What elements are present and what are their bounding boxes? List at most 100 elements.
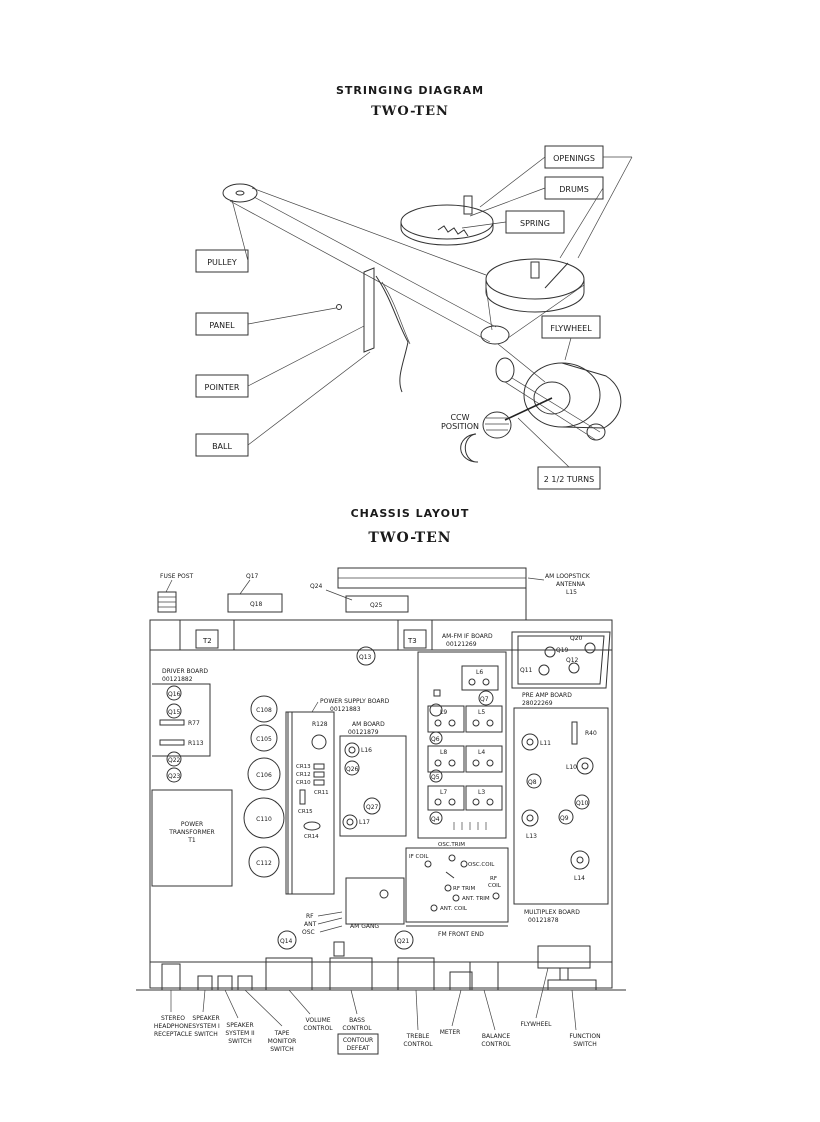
svg-text:METER: METER — [440, 1029, 461, 1036]
capacitors: C108 C105 C106 C110 C112 — [243, 695, 285, 878]
svg-text:Q11: Q11 — [520, 667, 533, 674]
svg-text:BALL: BALL — [212, 442, 232, 451]
t3-transformer: T3 — [397, 619, 433, 651]
svg-text:R40: R40 — [585, 730, 597, 737]
q13 — [356, 646, 376, 666]
svg-text:HEADPHONE: HEADPHONE — [154, 1023, 192, 1030]
svg-text:Q20: Q20 — [570, 635, 583, 642]
svg-text:OSC: OSC — [302, 929, 315, 936]
flywheel — [523, 362, 622, 429]
q14 — [277, 930, 297, 950]
svg-text:R77: R77 — [188, 720, 200, 727]
idler-pulley-lower — [495, 357, 515, 383]
position-label: POSITION — [441, 422, 479, 431]
fm-front-end: IF COIL OSC.TRIM OSC.COIL RF COIL RF TRI… — [405, 842, 509, 938]
svg-text:ANT: ANT — [304, 921, 317, 928]
pulley — [222, 183, 258, 203]
am-fm-if-board: AM-FM IF BOARD 00121269 L6 Q7 L9 L5 Q6 L… — [417, 633, 507, 839]
svg-text:00121878: 00121878 — [528, 917, 559, 924]
svg-text:CR15: CR15 — [298, 809, 313, 815]
svg-text:C110: C110 — [256, 816, 272, 823]
svg-text:ANT. COIL: ANT. COIL — [440, 906, 468, 912]
panel-label: PANEL — [195, 312, 249, 336]
svg-text:L15: L15 — [566, 589, 577, 596]
power-transformer: POWER TRANSFORMER T1 — [151, 789, 233, 887]
svg-text:TRANSFORMER: TRANSFORMER — [168, 829, 214, 836]
svg-text:CR10: CR10 — [296, 780, 311, 786]
drums-label: DRUMS — [544, 176, 604, 200]
svg-text:Q19: Q19 — [556, 647, 569, 654]
svg-text:ANTENNA: ANTENNA — [556, 581, 586, 588]
svg-text:POWER: POWER — [181, 821, 203, 828]
svg-text:Q8: Q8 — [528, 779, 537, 786]
chassis-layout-title: CHASSIS LAYOUT — [350, 507, 470, 520]
svg-text:Q13: Q13 — [359, 654, 372, 661]
svg-text:POINTER: POINTER — [205, 383, 240, 392]
am-board: AM BOARD 00121879 L16 Q26 Q27 L17 — [339, 721, 407, 837]
svg-text:00121879: 00121879 — [348, 729, 379, 736]
svg-text:L5: L5 — [478, 709, 485, 716]
svg-text:CONTROL: CONTROL — [342, 1025, 372, 1032]
svg-text:C112: C112 — [256, 860, 272, 867]
svg-text:Q17: Q17 — [246, 573, 259, 580]
svg-text:DEFEAT: DEFEAT — [347, 1045, 370, 1052]
svg-text:RF: RF — [490, 876, 497, 882]
spring-label: SPRING — [505, 210, 565, 234]
svg-text:POWER SUPPLY BOARD: POWER SUPPLY BOARD — [320, 698, 390, 705]
svg-text:Q12: Q12 — [566, 657, 579, 664]
svg-text:PRE AMP BOARD: PRE AMP BOARD — [522, 692, 572, 699]
q24-q25-heatsink: Q24 Q25 — [310, 583, 409, 613]
svg-text:SYSTEM I: SYSTEM I — [192, 1023, 220, 1030]
svg-text:Q27: Q27 — [366, 804, 379, 811]
svg-text:Q10: Q10 — [576, 800, 589, 807]
svg-text:L13: L13 — [526, 833, 537, 840]
svg-text:R113: R113 — [188, 740, 204, 747]
svg-text:L8: L8 — [440, 749, 447, 756]
am-loopstick-antenna: AM LOOPSTICK ANTENNA L15 — [337, 567, 591, 620]
svg-text:OSC.COIL: OSC.COIL — [468, 862, 495, 868]
svg-text:L6: L6 — [476, 669, 483, 676]
power-supply-board: POWER SUPPLY BOARD 00121883 R128 CR13 CR… — [285, 698, 390, 895]
svg-text:SPRING: SPRING — [520, 219, 550, 228]
svg-text:AM GANG: AM GANG — [350, 923, 379, 930]
svg-text:2 1/2 TURNS: 2 1/2 TURNS — [544, 475, 594, 484]
q17-q18-heatsink: Q17 Q18 — [227, 573, 283, 613]
svg-text:Q9: Q9 — [560, 815, 569, 822]
svg-text:Q5: Q5 — [431, 774, 440, 781]
stringing-model-title: TWO-TEN — [371, 104, 449, 119]
svg-text:00121269: 00121269 — [446, 641, 477, 648]
svg-text:MONITOR: MONITOR — [268, 1038, 297, 1045]
svg-text:00121883: 00121883 — [330, 706, 361, 713]
svg-text:RECEPTACLE: RECEPTACLE — [154, 1031, 192, 1038]
svg-text:RF: RF — [306, 913, 314, 920]
front-controls — [161, 945, 597, 991]
q21 — [394, 930, 414, 950]
svg-text:Q4: Q4 — [431, 816, 440, 823]
svg-text:Q18: Q18 — [250, 601, 263, 608]
svg-text:FLYWHEEL: FLYWHEEL — [520, 1021, 552, 1028]
svg-text:AM LOOPSTICK: AM LOOPSTICK — [545, 573, 591, 580]
svg-text:RF TRIM: RF TRIM — [453, 886, 476, 892]
svg-text:SWITCH: SWITCH — [194, 1031, 218, 1038]
svg-text:SPEAKER: SPEAKER — [226, 1022, 253, 1029]
svg-text:L16: L16 — [361, 747, 372, 754]
svg-text:DRUMS: DRUMS — [559, 185, 589, 194]
svg-text:DRIVER BOARD: DRIVER BOARD — [162, 668, 208, 675]
svg-text:CR13: CR13 — [296, 764, 311, 770]
svg-text:Q7: Q7 — [480, 696, 489, 703]
driver-board: DRIVER BOARD 00121882 Q16 Q15 R77 R113 — [152, 668, 211, 757]
svg-text:COIL: COIL — [488, 883, 502, 889]
bottom-labels: STEREO HEADPHONE RECEPTACLE SPEAKER SYST… — [154, 1015, 601, 1053]
svg-text:FUSE POST: FUSE POST — [160, 573, 193, 580]
openings-label: OPENINGS — [544, 145, 604, 169]
svg-text:T3: T3 — [407, 637, 417, 645]
pointer — [363, 267, 411, 393]
svg-text:VOLUME: VOLUME — [305, 1017, 330, 1024]
stringing-diagram: PULLEY PANEL POINTER BALL OPENINGS DRUMS… — [195, 145, 633, 490]
svg-text:Q25: Q25 — [370, 602, 383, 609]
svg-text:L3: L3 — [478, 789, 485, 796]
ccw-arc — [460, 433, 479, 463]
svg-text:L4: L4 — [478, 749, 485, 756]
stringing-diagram-title: STRINGING DIAGRAM — [335, 84, 485, 97]
svg-text:BASS: BASS — [349, 1017, 365, 1024]
